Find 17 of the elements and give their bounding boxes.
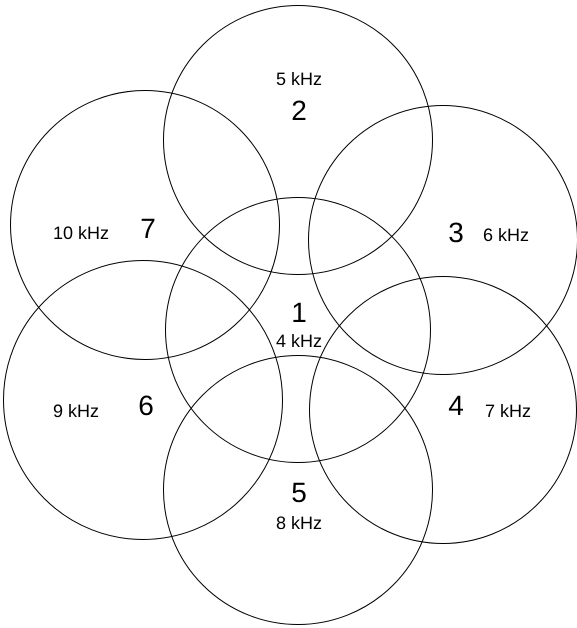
frequency-label: 7 kHz [485, 402, 531, 420]
circle-number: 6 [138, 392, 154, 420]
circle [163, 5, 433, 275]
frequency-label: 5 kHz [276, 70, 322, 88]
circle [165, 197, 431, 463]
frequency-label: 6 kHz [483, 226, 529, 244]
circle [163, 355, 433, 625]
circle-number: 4 [448, 392, 464, 420]
circle-number: 3 [448, 219, 464, 247]
circle-number: 1 [291, 299, 307, 327]
frequency-label: 8 kHz [276, 514, 322, 532]
circle-number: 2 [291, 97, 307, 125]
circle-number: 5 [291, 479, 307, 507]
frequency-label: 9 kHz [53, 402, 99, 420]
frequency-label: 4 kHz [276, 332, 322, 350]
frequency-label: 10 kHz [52, 224, 110, 242]
circle-number: 7 [140, 215, 156, 243]
